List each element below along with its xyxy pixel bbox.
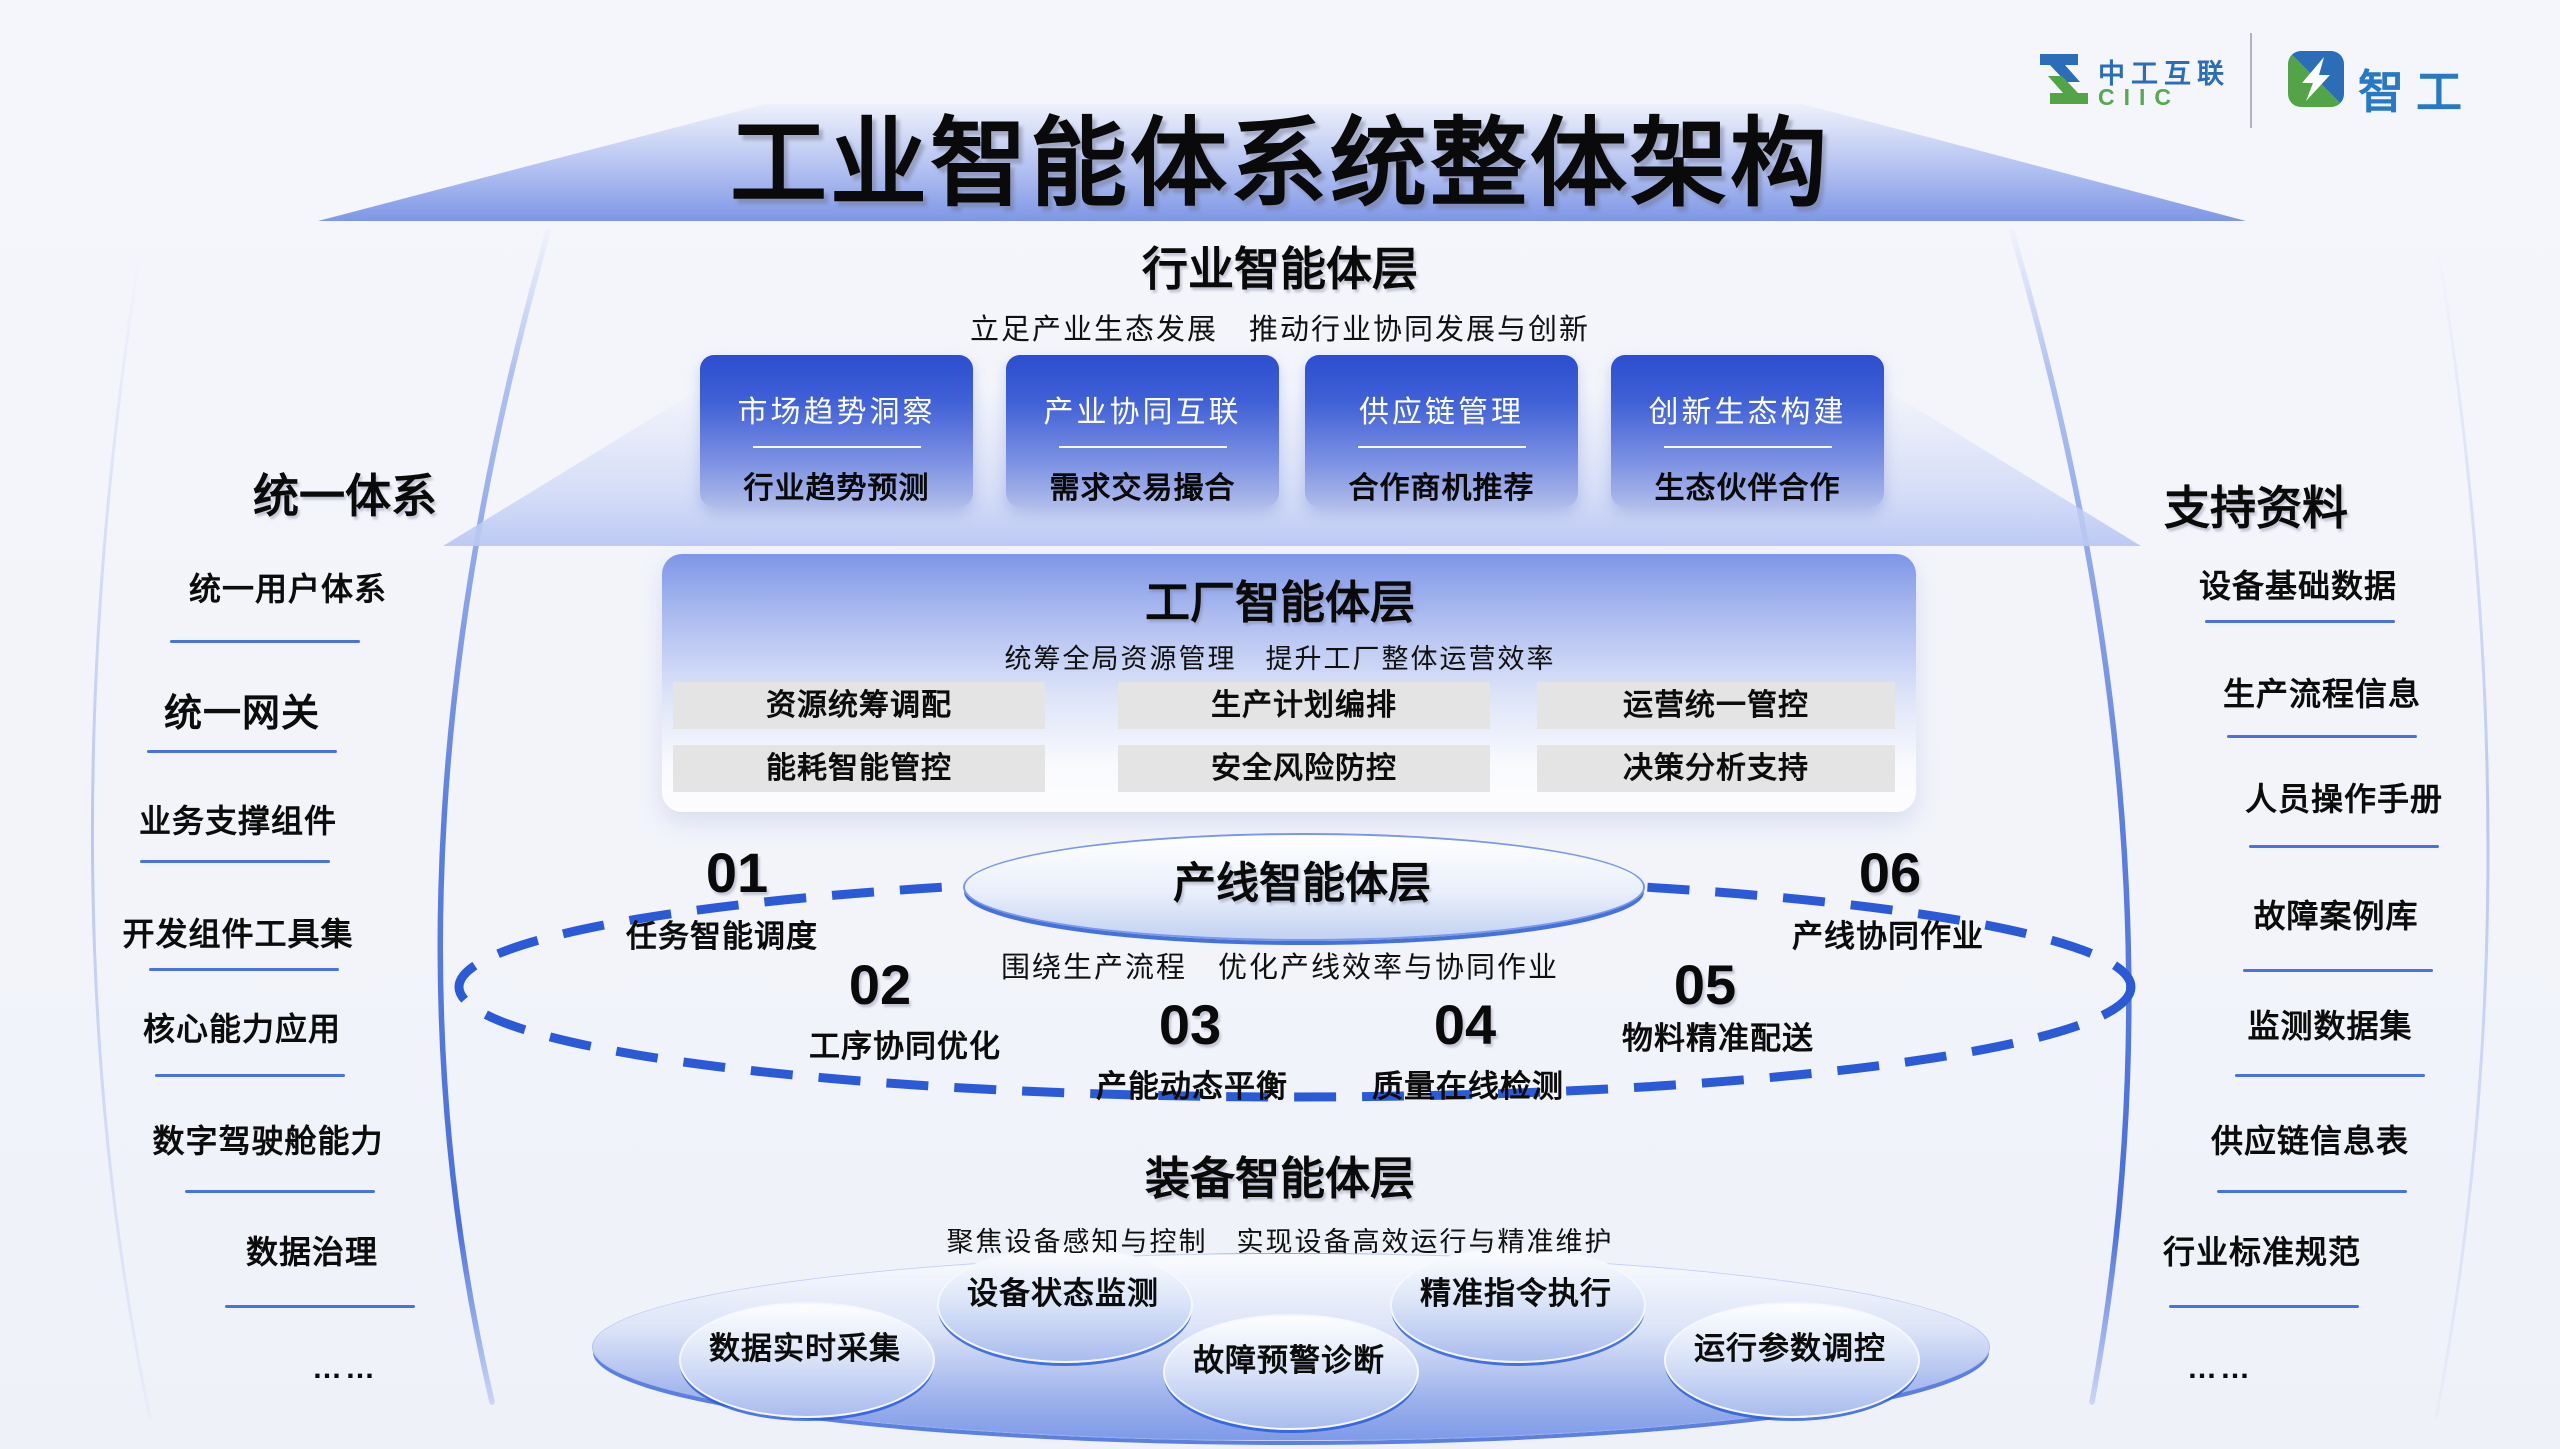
card-bottom-label: 需求交易撮合 [1049, 472, 1236, 505]
left-sidebar-divider [147, 750, 337, 753]
left-sidebar-divider [149, 968, 339, 971]
right-sidebar-item: 供应链信息表 [2210, 1123, 2409, 1159]
right-sidebar-divider [2243, 969, 2433, 972]
right-sidebar-item: 生产流程信息 [2222, 676, 2421, 712]
industry-card-innovation-ecosystem: 创新生态构建 生态伙伴合作 [1611, 355, 1884, 507]
step-label: 产线协同作业 [1792, 919, 1984, 954]
step-number: 03 [1158, 993, 1222, 1056]
left-sidebar-divider [185, 1190, 375, 1193]
zhigong-logo-icon [2288, 51, 2344, 107]
ciic-logo-icon [2040, 54, 2088, 104]
right-sidebar-item: 故障案例库 [2253, 898, 2419, 934]
left-sidebar-divider [155, 1074, 345, 1077]
left-sidebar-divider [170, 640, 360, 643]
factory-item-operation-control: 运营统一管控 [1537, 682, 1895, 729]
card-top-label: 产业协同互联 [1043, 395, 1242, 430]
bubble-label: 运行参数调控 [1694, 1331, 1886, 1366]
card-divider [1663, 446, 1832, 448]
step-label: 产能动态平衡 [1096, 1069, 1288, 1104]
left-sidebar-item: 统一用户体系 [188, 571, 387, 607]
factory-item-decision-analysis: 决策分析支持 [1537, 745, 1895, 792]
card-divider [1058, 446, 1227, 448]
factory-item-energy-control: 能耗智能管控 [673, 745, 1045, 792]
left-sidebar-divider [225, 1305, 415, 1308]
card-top-label: 市场趋势洞察 [737, 395, 936, 430]
page-title: 工业智能体系统整体架构 [730, 109, 1830, 218]
industry-card-supply-chain: 供应链管理 合作商机推荐 [1305, 355, 1578, 507]
right-sidebar-divider [2205, 620, 2395, 623]
card-bottom-label: 生态伙伴合作 [1654, 472, 1841, 505]
equipment-bubble-fault-diagnosis [1163, 1314, 1419, 1430]
equipment-bubble-command-execution [1390, 1247, 1646, 1363]
card-divider [1357, 446, 1526, 448]
right-sidebar-divider [2249, 845, 2439, 848]
logo-divider [2250, 33, 2252, 128]
card-bottom-label: 合作商机推荐 [1348, 472, 1535, 505]
left-sidebar-title: 统一体系 [253, 470, 437, 522]
bubble-label: 数据实时采集 [709, 1331, 901, 1366]
zhigong-logo-text: 智工 [2358, 66, 2474, 118]
factory-item-resource-allocation: 资源统筹调配 [673, 682, 1045, 729]
left-sidebar-item: 核心能力应用 [142, 1011, 341, 1047]
equipment-layer-subtitle: 聚焦设备感知与控制 实现设备高效运行与精准维护 [946, 1227, 1614, 1258]
factory-layer-subtitle: 统筹全局资源管理 提升工厂整体运营效率 [1004, 644, 1556, 675]
equipment-bubble-data-collection [679, 1302, 935, 1418]
factory-item-production-planning: 生产计划编排 [1118, 682, 1490, 729]
factory-layer-title: 工厂智能体层 [1144, 577, 1415, 628]
card-divider [752, 446, 921, 448]
left-sidebar-item: 开发组件工具集 [122, 916, 354, 952]
ciic-logo-cn-text: 中工互联 [2098, 59, 2230, 89]
right-sidebar-divider [2227, 735, 2417, 738]
right-sidebar-item: …… [2187, 1352, 2253, 1385]
left-sidebar-item: …… [312, 1352, 378, 1385]
industry-card-market-insight: 市场趋势洞察 行业趋势预测 [700, 355, 973, 507]
equipment-bubble-status-monitoring [937, 1247, 1193, 1363]
ciic-logo-en-text: CIIC [2098, 84, 2180, 110]
line-layer-title: 产线智能体层 [1173, 860, 1431, 908]
right-sidebar-item: 监测数据集 [2247, 1008, 2413, 1044]
right-sidebar-item: 设备基础数据 [2198, 568, 2397, 604]
step-number: 01 [705, 841, 769, 904]
left-sidebar-item: 业务支撑组件 [138, 803, 337, 839]
step-number: 04 [1433, 993, 1497, 1056]
step-label: 质量在线检测 [1372, 1069, 1564, 1104]
right-sidebar-divider [2169, 1305, 2359, 1308]
industry-cards-trapezoid [443, 388, 2141, 546]
card-top-label: 创新生态构建 [1648, 395, 1847, 430]
step-label: 工序协同优化 [809, 1029, 1001, 1064]
left-sidebar-item: 数字驾驶舱能力 [152, 1123, 384, 1159]
left-sidebar-divider [140, 860, 330, 863]
equipment-bubble-parameter-control [1664, 1302, 1920, 1418]
equipment-layer-title: 装备智能体层 [1144, 1153, 1415, 1204]
card-top-label: 供应链管理 [1359, 395, 1524, 430]
card-bottom-label: 行业趋势预测 [743, 472, 930, 505]
step-number: 05 [1673, 953, 1737, 1016]
right-sidebar-divider [2217, 1190, 2407, 1193]
right-sidebar-item: 人员操作手册 [2244, 781, 2443, 817]
bubble-label: 设备状态监测 [967, 1276, 1159, 1311]
step-label: 物料精准配送 [1622, 1021, 1814, 1056]
factory-item-safety-risk: 安全风险防控 [1118, 745, 1490, 792]
industry-card-industry-collaboration: 产业协同互联 需求交易撮合 [1006, 355, 1279, 507]
right-sidebar-title: 支持资料 [2164, 482, 2348, 534]
right-sidebar-divider [2235, 1074, 2425, 1077]
industry-layer-subtitle: 立足产业生态发展 推动行业协同发展与创新 [969, 312, 1590, 346]
right-sidebar-item: 行业标准规范 [2162, 1234, 2361, 1270]
left-sidebar-item: 数据治理 [245, 1234, 378, 1270]
left-sidebar-item: 统一网关 [163, 693, 320, 735]
bubble-label: 精准指令执行 [1420, 1276, 1612, 1311]
industry-layer-title: 行业智能体层 [1142, 243, 1418, 295]
step-number: 06 [1858, 841, 1922, 904]
bubble-label: 故障预警诊断 [1193, 1343, 1385, 1378]
step-label: 任务智能调度 [626, 919, 818, 954]
step-number: 02 [848, 953, 912, 1016]
